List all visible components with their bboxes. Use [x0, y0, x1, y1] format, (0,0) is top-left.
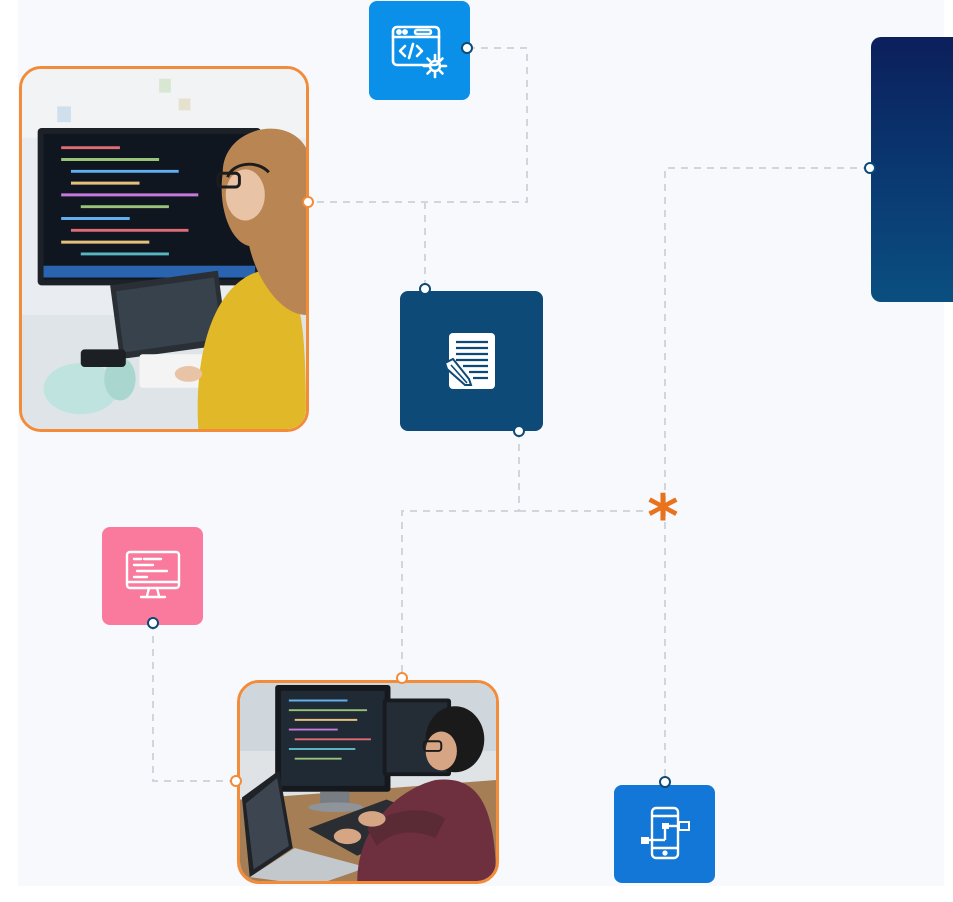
monitor-tile-connector-dot [147, 617, 159, 629]
mobile-diagram-icon [640, 806, 690, 860]
monitor-code-icon [125, 550, 180, 599]
photo-man-coding [237, 680, 499, 884]
woman-coding-illustration [22, 69, 306, 429]
monitor-tile [102, 527, 203, 625]
photo-woman-connector-dot [302, 196, 314, 208]
connector-document-to-network [401, 431, 520, 678]
side-accent-bar [871, 37, 953, 302]
document-bottom-connector-dot [513, 425, 525, 437]
photo-man-top-connector-dot [396, 672, 408, 684]
photo-man-left-connector-dot [230, 775, 242, 787]
side-bar-connector-dot [864, 162, 876, 174]
connector-web-tile-to-photo [308, 47, 528, 203]
mobile-tile [614, 785, 715, 883]
connector-monitor-to-photo [152, 623, 236, 782]
man-coding-illustration [240, 683, 496, 881]
browser-code-gear-icon [391, 25, 447, 78]
connector-sidebar-to-mobile [664, 167, 870, 782]
document-pencil-icon [443, 333, 495, 389]
document-tile [400, 291, 543, 431]
document-top-connector-dot [419, 283, 431, 295]
web-settings-tile [369, 1, 470, 100]
photo-woman-coding [19, 66, 309, 432]
mobile-tile-connector-dot [659, 776, 671, 788]
web-tile-connector-dot [461, 42, 473, 54]
asterisk-decoration: * [647, 482, 679, 552]
